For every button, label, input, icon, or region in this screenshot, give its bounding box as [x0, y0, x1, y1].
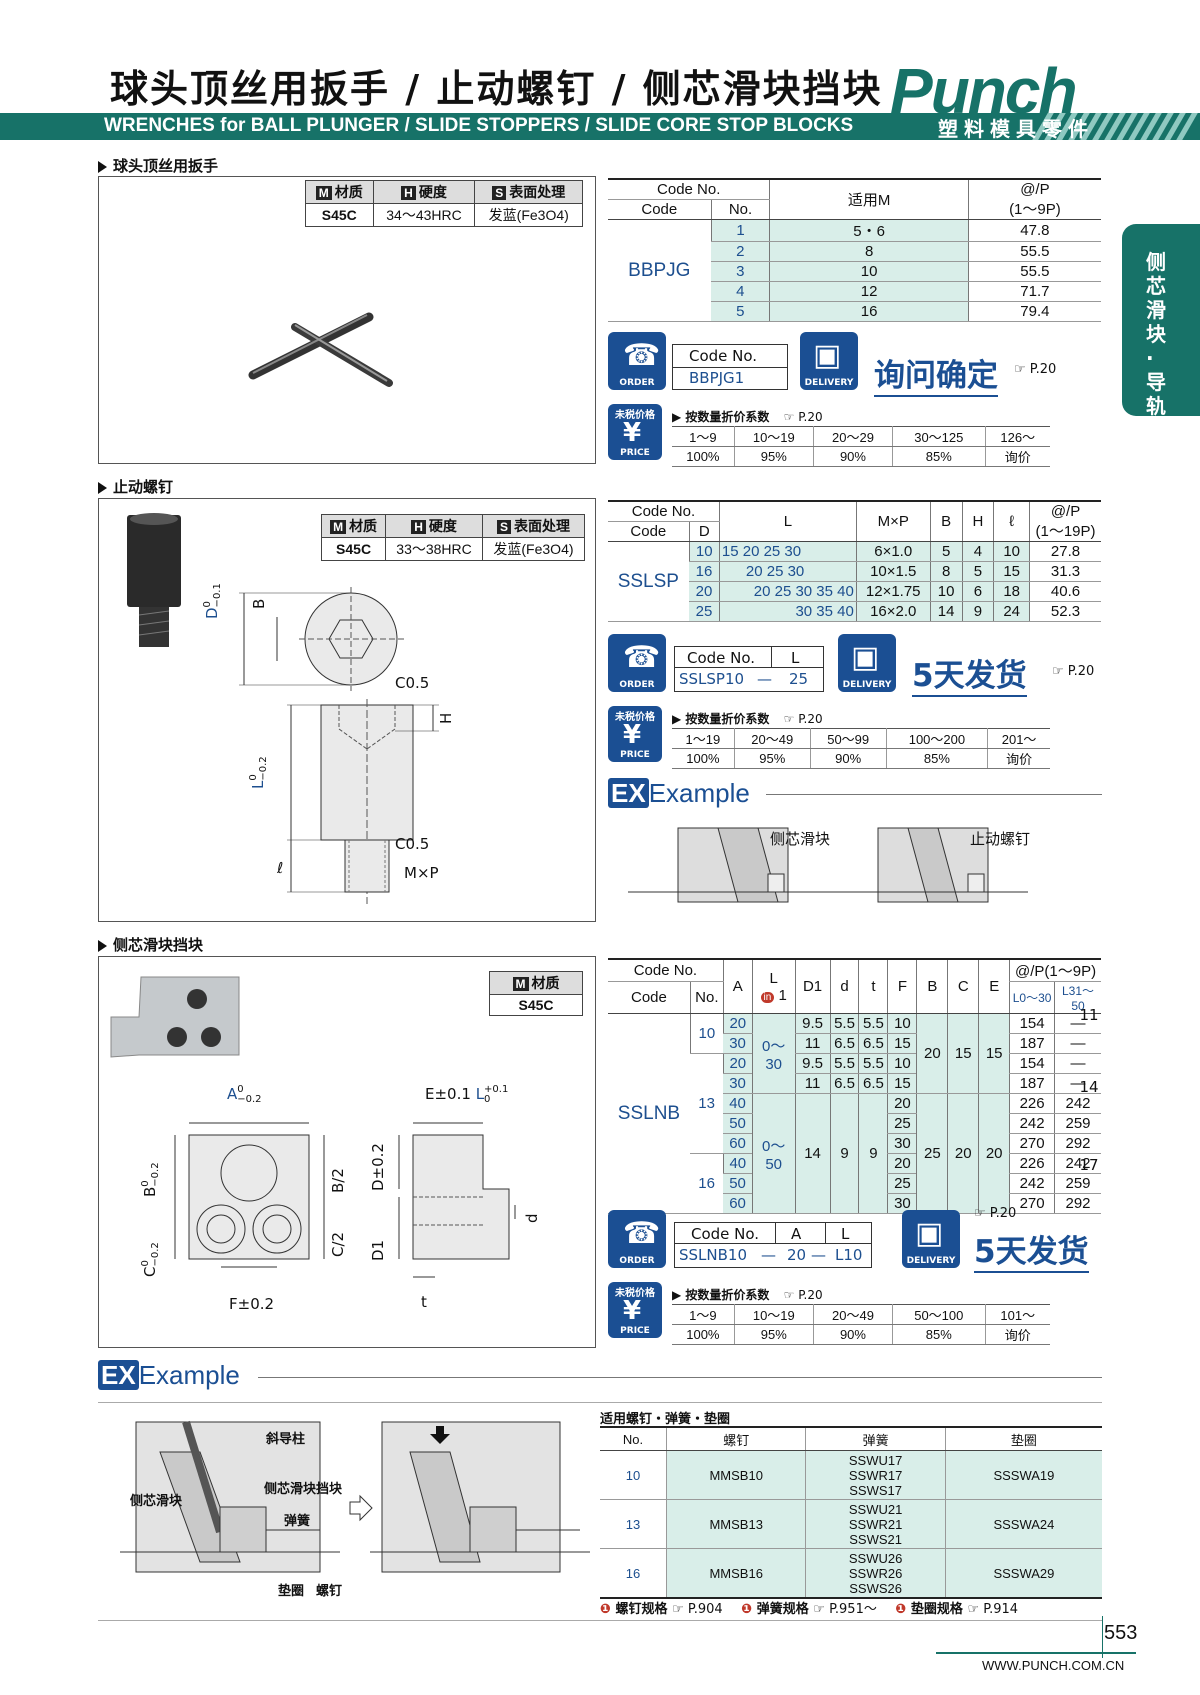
footer-url[interactable]: WWW.PUNCH.COM.CN — [982, 1658, 1125, 1673]
page-ref-link[interactable]: ☞ P.20 — [974, 1206, 1017, 1221]
example-label-slide: 侧芯滑块 — [770, 830, 831, 848]
section-heading-block: 侧芯滑块挡块 — [98, 934, 203, 955]
order-icon[interactable]: ☎ORDER — [608, 1210, 666, 1268]
footer-rule — [1102, 1616, 1103, 1658]
divider — [98, 1620, 1102, 1621]
price-icon: 未税价格¥PRICE — [608, 1282, 662, 1338]
wrench-image — [248, 312, 393, 387]
order-icon[interactable]: ☎ORDER — [608, 634, 666, 692]
code-bbpjg: BBPJG — [608, 219, 712, 322]
example-label-stopper: 止动螺钉 — [970, 830, 1031, 848]
dim-e: E±0.1 — [425, 1085, 471, 1103]
code-sslnb: SSLNB — [608, 1013, 691, 1214]
price-icon: 未税价格¥PRICE — [608, 706, 662, 762]
ref-spring[interactable]: ❶ 弹簧规格 ☞ P.951～ — [741, 1602, 877, 1617]
page-number: 553 — [1104, 1622, 1138, 1644]
punch-logo: Punch — [890, 55, 1078, 127]
dim-d1: D1 — [369, 1239, 387, 1261]
divider — [258, 1377, 1102, 1378]
dim-c: C — [141, 1266, 159, 1277]
dim-d: D±0.2 — [369, 1143, 387, 1191]
discount-title: ▶ 按数量折价系数 ☞ P.20 — [672, 1288, 823, 1302]
discount-title: ▶ 按数量折价系数 ☞ P.20 — [672, 712, 823, 726]
code-sslsp: SSLSP — [608, 541, 690, 622]
page-subtitle: WRENCHES for BALL PLUNGER / SLIDE STOPPE… — [104, 115, 854, 136]
label-washer: 垫圈 — [278, 1584, 305, 1599]
dim-c-half: C/2 — [329, 1231, 347, 1257]
stopper-example-drawing — [628, 827, 1028, 903]
label-stop-block: 侧芯滑块挡块 — [264, 1482, 343, 1497]
page-ref-link[interactable]: ☞ P.20 — [1014, 362, 1057, 377]
section-heading-stopper: 止动螺钉 — [98, 476, 173, 497]
page-ref-link[interactable]: ☞ P.20 — [1052, 664, 1095, 679]
d-col-16: 17 — [1079, 1156, 1099, 1174]
order-code-box-sslsp: Code No.L SSLSP10—25 — [674, 646, 824, 692]
delivery-icon[interactable]: ▣DELIVERY — [800, 332, 858, 390]
dim-b: B — [141, 1186, 159, 1197]
delivery-text-inquire: 询问确定 — [874, 350, 998, 397]
dim-l: L — [249, 780, 267, 789]
dim-b: B — [250, 598, 268, 609]
dim-small-d: d — [523, 1213, 541, 1223]
title-bar — [0, 113, 1200, 140]
stopper-drawing — [127, 513, 439, 904]
label-slide: 侧芯滑块 — [130, 1494, 183, 1509]
parts-table-title: 适用螺钉・弹簧・垫圈 — [600, 1412, 731, 1427]
footer-line — [936, 1652, 1136, 1654]
block-example-drawing — [120, 1420, 590, 1573]
page-title: 球头顶丝用扳手 / 止动螺钉 / 侧芯滑块挡块 — [110, 67, 883, 111]
d-col-13: 14 — [1079, 1078, 1099, 1096]
ref-screw[interactable]: ❶ 螺钉规格 ☞ P.904 — [600, 1602, 723, 1617]
delivery-text-5days: 5天发货 — [974, 1226, 1089, 1273]
dim-b-half: B/2 — [329, 1168, 347, 1193]
order-icon[interactable]: ☎ORDER — [608, 332, 666, 390]
price-icon: 未税价格¥PRICE — [608, 404, 662, 460]
divider — [766, 794, 1102, 795]
dim-f: F±0.2 — [229, 1295, 275, 1313]
logo-subtitle: 塑料模具零件 — [938, 117, 1094, 141]
dim-a: A — [227, 1085, 238, 1103]
dim-d: D — [203, 607, 221, 619]
dim-c05-top: C0.5 — [395, 674, 430, 692]
dim-l: L — [475, 1085, 485, 1103]
section-heading-wrench: 球头顶丝用扳手 — [98, 155, 218, 176]
d-col-10: 11 — [1079, 1006, 1099, 1024]
discount-title: ▶ 按数量折价系数 ☞ P.20 — [672, 410, 823, 424]
delivery-icon[interactable]: ▣DELIVERY — [902, 1210, 960, 1268]
order-code-box-bbpjg: Code No. BBPJG1 — [672, 344, 788, 390]
divider — [98, 1402, 1102, 1403]
label-screw: 螺钉 — [316, 1584, 343, 1599]
spec-refs: ❶ 螺钉规格 ☞ P.904 ❶ 弹簧规格 ☞ P.951～ ❶ 垫圈规格 ☞ … — [600, 1598, 1018, 1617]
side-tab[interactable]: 侧芯滑块·导轨 — [1122, 224, 1200, 418]
dim-ell: ℓ — [277, 859, 284, 877]
dim-h: H — [437, 712, 455, 724]
dim-mxp: M×P — [404, 864, 439, 882]
label-guide-pin: 斜导柱 — [266, 1432, 306, 1447]
block-drawing — [110, 976, 516, 1278]
ref-washer[interactable]: ❶ 垫圈规格 ☞ P.914 — [895, 1602, 1019, 1617]
delivery-text-5days: 5天发货 — [912, 650, 1027, 697]
dim-t: t — [421, 1293, 427, 1311]
dim-c05-bottom: C0.5 — [395, 835, 430, 853]
delivery-icon[interactable]: ▣DELIVERY — [838, 634, 896, 692]
label-spring: 弹簧 — [284, 1514, 311, 1529]
